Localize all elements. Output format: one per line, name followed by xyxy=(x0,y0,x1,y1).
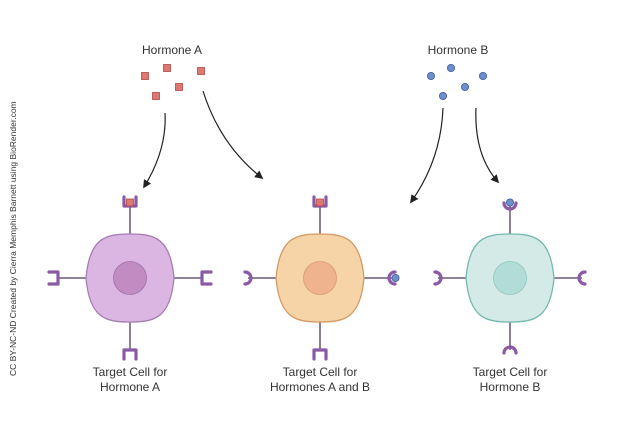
receptor-round-shape xyxy=(577,270,587,286)
round-receptor-right xyxy=(387,270,397,286)
hormone-a-molecule xyxy=(175,83,183,91)
receptor-round-shape xyxy=(433,270,443,286)
round-receptor-left xyxy=(243,270,253,286)
bound-hormone-b xyxy=(505,198,514,207)
receptor-cup-shape xyxy=(122,348,138,361)
hormone-a-molecule xyxy=(152,92,160,100)
hormone-b-molecule xyxy=(426,72,435,81)
hormone-a-molecules xyxy=(141,64,205,100)
receptor-round-shape xyxy=(387,270,397,286)
bound-hormone-a xyxy=(316,198,324,207)
square-receptor-left xyxy=(47,270,60,286)
cell-nucleus xyxy=(113,261,147,295)
arrow-a-to-cell-a xyxy=(143,112,166,189)
hormone-b-molecule xyxy=(460,83,469,92)
receptor-cup-shape xyxy=(312,348,328,361)
hormone-b-molecule xyxy=(438,92,447,101)
caption-cell-b: Target Cell for Hormone B xyxy=(473,365,548,394)
caption-cell-b-line-1: Target Cell for xyxy=(473,365,548,379)
round-receptor-top xyxy=(502,201,518,211)
caption-cell-a-line-1: Target Cell for xyxy=(93,365,168,379)
arrow-a-to-cell-ab xyxy=(202,90,264,180)
caption-cell-ab-line-1: Target Cell for xyxy=(283,365,358,379)
square-receptor-right xyxy=(200,270,213,286)
receptor-round-shape xyxy=(243,270,253,286)
target-cell-hormone-b xyxy=(433,198,587,355)
hormone-a-molecule xyxy=(163,64,171,72)
square-receptor-bottom xyxy=(312,348,328,361)
hormone-a-label: Hormone A xyxy=(142,43,202,57)
hormone-b-molecule xyxy=(478,72,487,81)
cell-nucleus xyxy=(493,261,527,295)
hormone-b-molecule xyxy=(446,64,455,73)
bound-hormone-a xyxy=(126,198,134,207)
bound-hormone-b xyxy=(391,273,400,282)
receptor-cup-shape xyxy=(200,270,213,286)
hormone-a-molecule xyxy=(141,72,149,80)
caption-cell-a-line-2: Hormone A xyxy=(100,380,160,394)
receptor-round-shape xyxy=(502,345,518,355)
hormone-b-label: Hormone B xyxy=(428,43,489,57)
binding-arrows xyxy=(143,90,500,204)
round-receptor-bottom xyxy=(502,345,518,355)
hormone-a-molecule xyxy=(197,67,205,75)
caption-cell-b-line-2: Hormone B xyxy=(480,380,541,394)
hormone-b-molecules xyxy=(426,64,487,101)
caption-cell-ab: Target Cell for Hormones A and B xyxy=(270,365,370,394)
round-receptor-right xyxy=(577,270,587,286)
caption-cell-a: Target Cell for Hormone A xyxy=(93,365,168,394)
credit-text: CC BY-NC-ND Created by Cierra Memphis Ba… xyxy=(8,101,18,376)
arrow-b-to-cell-b xyxy=(475,107,500,184)
target-cell-hormone-a xyxy=(47,195,213,361)
receptor-round-shape xyxy=(502,201,518,211)
square-receptor-bottom xyxy=(122,348,138,361)
caption-cell-ab-line-2: Hormones A and B xyxy=(270,380,370,394)
target-cell-hormones-a-and-b xyxy=(243,195,400,361)
arrow-b-to-cell-ab xyxy=(410,107,444,204)
cell-nucleus xyxy=(303,261,337,295)
round-receptor-left xyxy=(433,270,443,286)
receptor-cup-shape xyxy=(47,270,60,286)
